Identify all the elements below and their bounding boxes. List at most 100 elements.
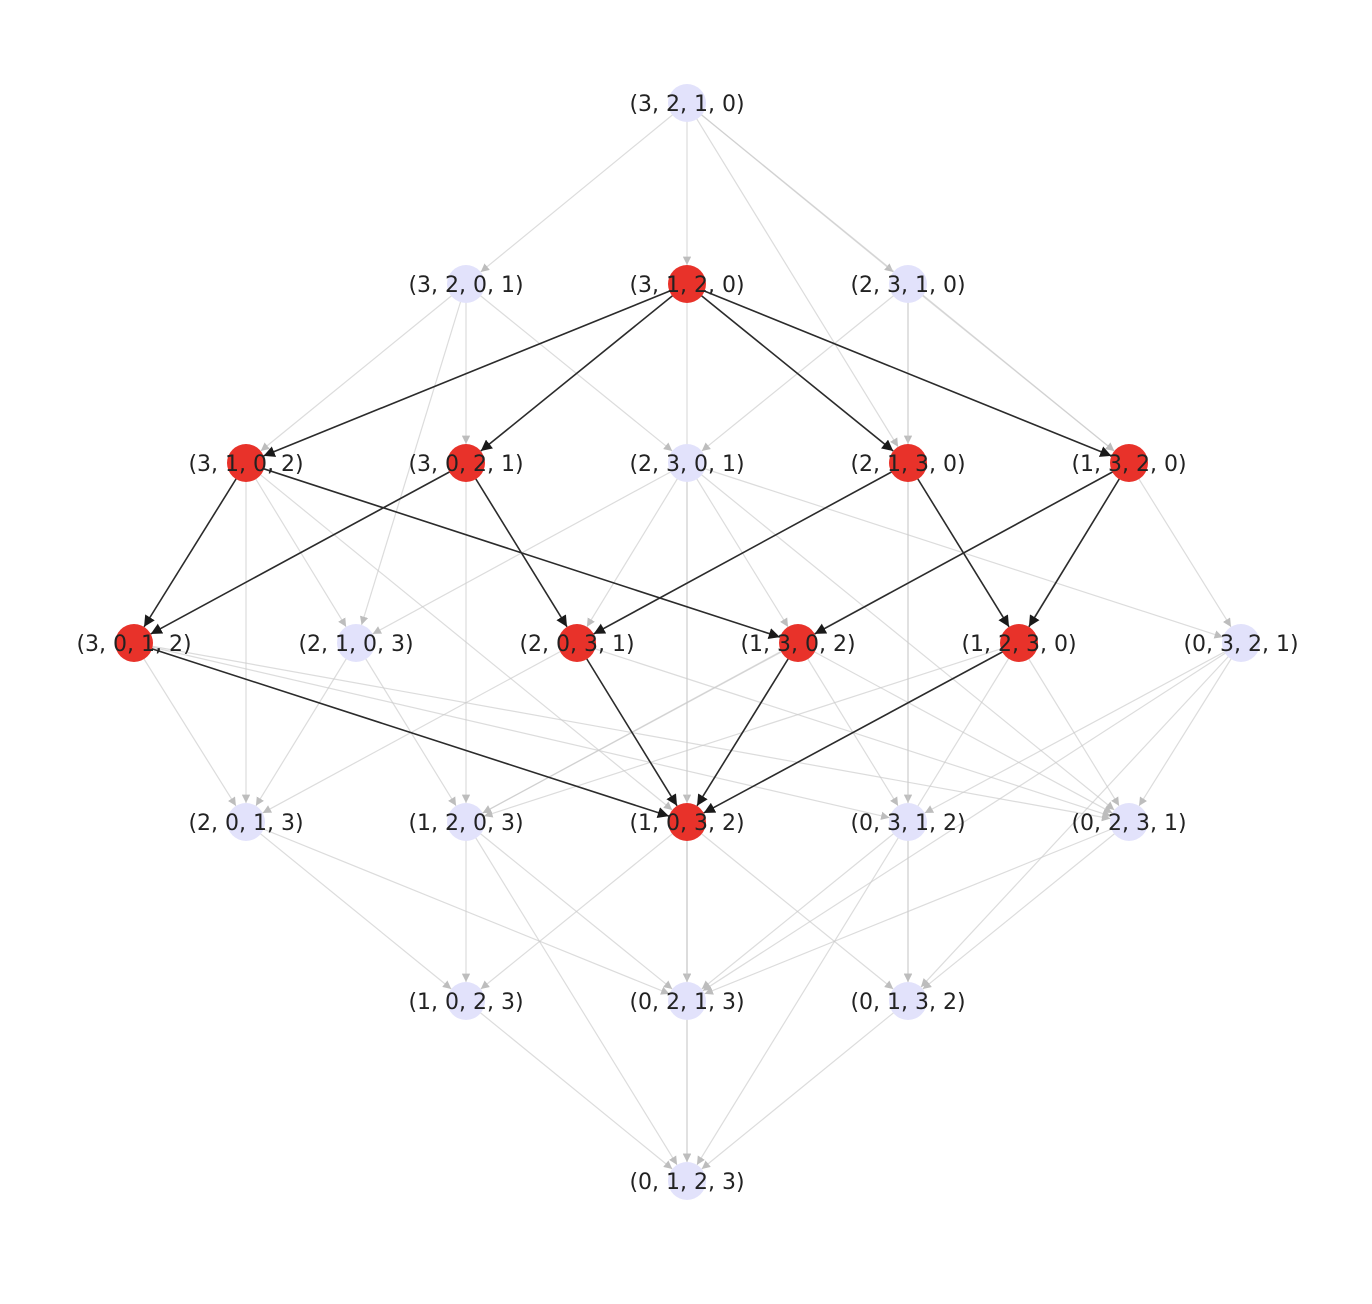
- edge-2103-1203: [355, 642, 457, 807]
- edge-2130-2031: [593, 462, 909, 635]
- node-3102: [227, 444, 265, 482]
- node-label-1302: (1, 3, 0, 2): [740, 632, 855, 657]
- node-3012: [115, 624, 153, 662]
- edge-1230-0231: [1018, 642, 1120, 807]
- node-2103: [337, 624, 375, 662]
- node-2031: [558, 624, 596, 662]
- edge-1302-0312: [797, 642, 899, 807]
- edge-2301-2031: [586, 462, 688, 628]
- edge-0231-0132: [922, 821, 1130, 990]
- node-label-3021: (3, 0, 2, 1): [408, 452, 523, 477]
- node-label-2013: (2, 0, 1, 3): [188, 811, 303, 836]
- edge-1230-1203: [483, 642, 1020, 818]
- edge-2031-1032: [576, 642, 678, 807]
- node-label-0231: (0, 2, 3, 1): [1071, 811, 1186, 836]
- node-2301: [668, 444, 706, 482]
- node-label-1320: (1, 3, 2, 0): [1071, 452, 1186, 477]
- node-3201: [447, 265, 485, 303]
- edge-0321-0231: [1138, 642, 1242, 807]
- node-label-2103: (2, 1, 0, 3): [298, 632, 413, 657]
- node-label-1032: (1, 0, 3, 2): [629, 811, 744, 836]
- edge-3102-2103: [245, 462, 347, 628]
- node-0312: [889, 803, 927, 841]
- edge-1320-0321: [1128, 462, 1232, 628]
- edge-1032-0132: [686, 821, 894, 990]
- node-0231: [1110, 803, 1148, 841]
- edge-3120-3021: [480, 283, 688, 452]
- edge-1023-0123: [465, 1000, 673, 1170]
- edge-3012-0312: [133, 642, 890, 820]
- node-label-0321: (0, 3, 2, 1): [1183, 632, 1298, 657]
- edge-3201-2301: [465, 283, 673, 452]
- label-layer: (3, 2, 1, 0) (3, 2, 0, 1) (3, 1, 2, 0) (2, …: [76, 92, 1298, 1195]
- edge-1320-1302: [814, 462, 1130, 635]
- node-2013: [227, 803, 265, 841]
- node-1203: [447, 803, 485, 841]
- node-label-0123: (0, 1, 2, 3): [629, 1170, 744, 1195]
- node-label-3012: (3, 0, 1, 2): [76, 632, 191, 657]
- edge-2301-0231: [686, 462, 1115, 811]
- edge-3201-2103: [360, 283, 467, 626]
- edge-0321-0132: [920, 642, 1242, 988]
- node-2130: [889, 444, 927, 482]
- edge-1230-1032: [703, 642, 1020, 814]
- node-0321: [1222, 624, 1260, 662]
- edge-0231-0213: [704, 821, 1130, 995]
- node-label-0132: (0, 1, 3, 2): [850, 990, 965, 1015]
- node-0132: [889, 982, 927, 1020]
- node-label-3201: (3, 2, 0, 1): [408, 273, 523, 298]
- edge-2013-0213: [245, 821, 670, 995]
- edge-2031-0231: [576, 642, 1112, 818]
- node-label-2310: (2, 3, 1, 0): [850, 273, 965, 298]
- edge-3102-1302: [245, 462, 781, 639]
- edge-3012-2013: [133, 642, 237, 807]
- node-1023: [447, 982, 485, 1020]
- node-label-3120: (3, 1, 2, 0): [629, 273, 744, 298]
- edge-3012-0231: [133, 642, 1111, 822]
- edge-2301-1302: [686, 462, 789, 628]
- edge-0132-0123: [701, 1000, 909, 1170]
- edge-1302-0231: [797, 642, 1113, 814]
- node-3120: [668, 265, 706, 303]
- edge-0312-0213: [701, 821, 909, 990]
- edge-3120-2130: [686, 283, 894, 452]
- edge-2013-1023: [245, 821, 452, 990]
- node-label-3102: (3, 1, 0, 2): [188, 452, 303, 477]
- edge-3120-1320: [686, 283, 1112, 457]
- node-label-1023: (1, 0, 2, 3): [408, 990, 523, 1015]
- node-label-1230: (1, 2, 3, 0): [961, 632, 1076, 657]
- edge-3102-3012: [143, 462, 247, 628]
- edge-3210-3201: [480, 102, 688, 273]
- edge-2103-2013: [255, 642, 357, 807]
- node-1032: [668, 803, 706, 841]
- node-label-2301: (2, 3, 0, 1): [629, 452, 744, 477]
- node-label-2031: (2, 0, 3, 1): [519, 632, 634, 657]
- node-label-2130: (2, 1, 3, 0): [850, 452, 965, 477]
- edge-3021-3012: [150, 462, 467, 635]
- edge-1203-0123: [465, 821, 678, 1166]
- node-2310: [889, 265, 927, 303]
- edge-layer-highlight: [133, 283, 1130, 819]
- edge-1302-1032: [696, 642, 799, 807]
- edge-1320-1230: [1028, 462, 1130, 628]
- edge-3120-3102: [263, 283, 688, 457]
- node-label-1203: (1, 2, 0, 3): [408, 811, 523, 836]
- node-1302: [779, 624, 817, 662]
- node-label-0213: (0, 2, 1, 3): [629, 990, 744, 1015]
- edge-2130-1230: [907, 462, 1010, 628]
- edge-3201-3102: [260, 283, 467, 452]
- node-label-0312: (0, 3, 1, 2): [850, 811, 965, 836]
- edge-3021-2031: [465, 462, 568, 628]
- edge-3210-2130: [686, 102, 899, 448]
- edge-3102-1032: [245, 462, 673, 811]
- edge-0321-0312: [924, 642, 1242, 814]
- node-3210: [668, 84, 706, 122]
- edge-3012-1032: [133, 642, 670, 819]
- node-1230: [1000, 624, 1038, 662]
- edge-1302-1203: [482, 642, 799, 814]
- edge-0321-0213: [702, 642, 1242, 992]
- edge-2310-2301: [701, 283, 909, 452]
- node-label-3210: (3, 2, 1, 0): [629, 92, 744, 117]
- edge-2301-0321: [686, 462, 1224, 639]
